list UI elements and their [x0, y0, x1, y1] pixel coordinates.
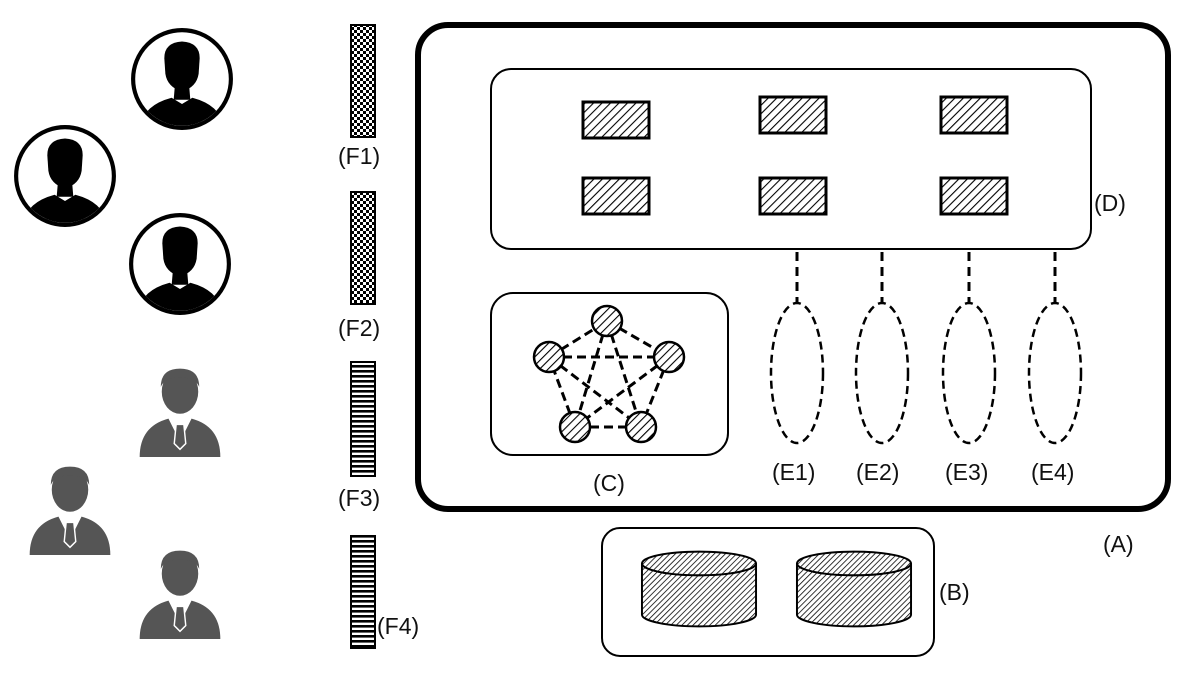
label-e1: (E1) [772, 459, 815, 485]
storage-b: (B) [601, 527, 970, 657]
bar-f4 [350, 535, 376, 649]
slot-e1 [769, 301, 825, 445]
slot-e3 [941, 301, 997, 445]
hatched-module-icon [581, 100, 651, 140]
label-e2: (E2) [856, 459, 899, 485]
slot-e4 [1027, 301, 1083, 445]
module-d: (D) [490, 68, 1126, 250]
user-silhouette-circle-icon [133, 30, 231, 131]
hatched-module-icon [939, 176, 1009, 216]
user-group-round [16, 30, 231, 316]
hatched-module-icon [758, 95, 828, 135]
businessman-icon [28, 465, 112, 556]
system-a: (A) [415, 22, 1171, 557]
hatched-module-icon [758, 176, 828, 216]
user-group-suit [28, 367, 222, 640]
database-cylinder-icon [640, 550, 758, 628]
label-f4: (F4) [377, 613, 419, 639]
hatched-module-icon [581, 176, 651, 216]
bar-f3 [350, 361, 376, 477]
hatched-module-icon [939, 95, 1009, 135]
slot-e2 [854, 301, 910, 445]
e-connectors [795, 252, 1057, 304]
network-node-icon [532, 340, 566, 374]
database-cylinder-icon [795, 550, 913, 628]
label-e4: (E4) [1031, 459, 1074, 485]
label-f3: (F3) [338, 485, 380, 511]
label-a: (A) [1103, 531, 1134, 557]
businessman-icon [138, 367, 222, 458]
network-node-icon [558, 410, 592, 444]
f-bars: (F1) (F2) (F3) (F4) [338, 24, 419, 649]
network-node-icon [624, 410, 658, 444]
user-silhouette-circle-icon [16, 127, 114, 228]
label-f2: (F2) [338, 315, 380, 341]
network-c-box [490, 292, 729, 456]
bar-f2 [350, 191, 376, 305]
label-d: (D) [1094, 190, 1126, 216]
label-f1: (F1) [338, 143, 380, 169]
network-c: (C) [490, 292, 729, 496]
network-node-icon [590, 304, 624, 338]
businessman-icon [138, 549, 222, 640]
system-a-frame [415, 22, 1171, 512]
label-b: (B) [939, 579, 970, 605]
network-node-icon [652, 340, 686, 374]
label-c: (C) [593, 470, 625, 496]
bar-f1 [350, 24, 376, 138]
label-e3: (E3) [945, 459, 988, 485]
user-silhouette-circle-icon [131, 215, 229, 316]
e-slots: (E1) (E2) (E3) (E4) [769, 252, 1083, 485]
